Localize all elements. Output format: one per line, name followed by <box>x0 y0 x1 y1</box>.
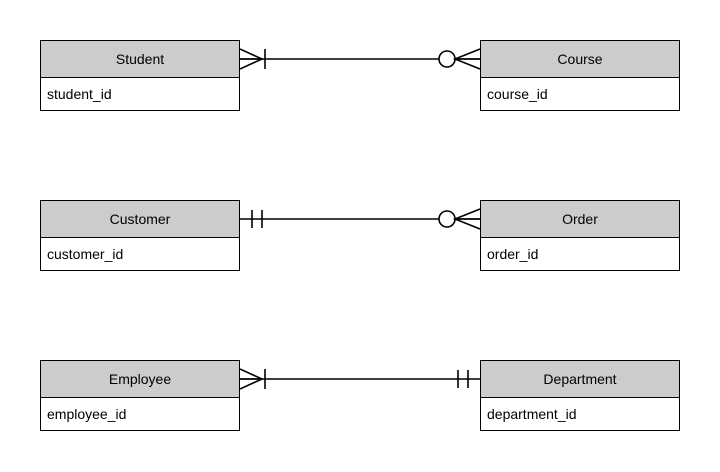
relationship-employee-department[interactable] <box>240 359 480 399</box>
zero-circle-icon-right <box>438 50 456 68</box>
entity-department-attribute: department_id <box>481 398 679 430</box>
entity-student-title: Student <box>41 41 239 78</box>
zero-circle-icon-right <box>438 210 456 228</box>
entity-order[interactable]: Order order_id <box>480 200 680 271</box>
entity-course-title: Course <box>481 41 679 78</box>
entity-customer-attribute: customer_id <box>41 238 239 270</box>
entity-student[interactable]: Student student_id <box>40 40 240 111</box>
entity-employee-title: Employee <box>41 361 239 398</box>
entity-customer-title: Customer <box>41 201 239 238</box>
entity-student-attribute: student_id <box>41 78 239 110</box>
entity-order-title: Order <box>481 201 679 238</box>
entity-customer[interactable]: Customer customer_id <box>40 200 240 271</box>
entity-course-attribute: course_id <box>481 78 679 110</box>
entity-employee-attribute: employee_id <box>41 398 239 430</box>
entity-order-attribute: order_id <box>481 238 679 270</box>
relationship-student-course[interactable] <box>240 39 480 79</box>
entity-course[interactable]: Course course_id <box>480 40 680 111</box>
entity-department-title: Department <box>481 361 679 398</box>
entity-employee[interactable]: Employee employee_id <box>40 360 240 431</box>
relationship-customer-order[interactable] <box>240 199 480 239</box>
entity-department[interactable]: Department department_id <box>480 360 680 431</box>
